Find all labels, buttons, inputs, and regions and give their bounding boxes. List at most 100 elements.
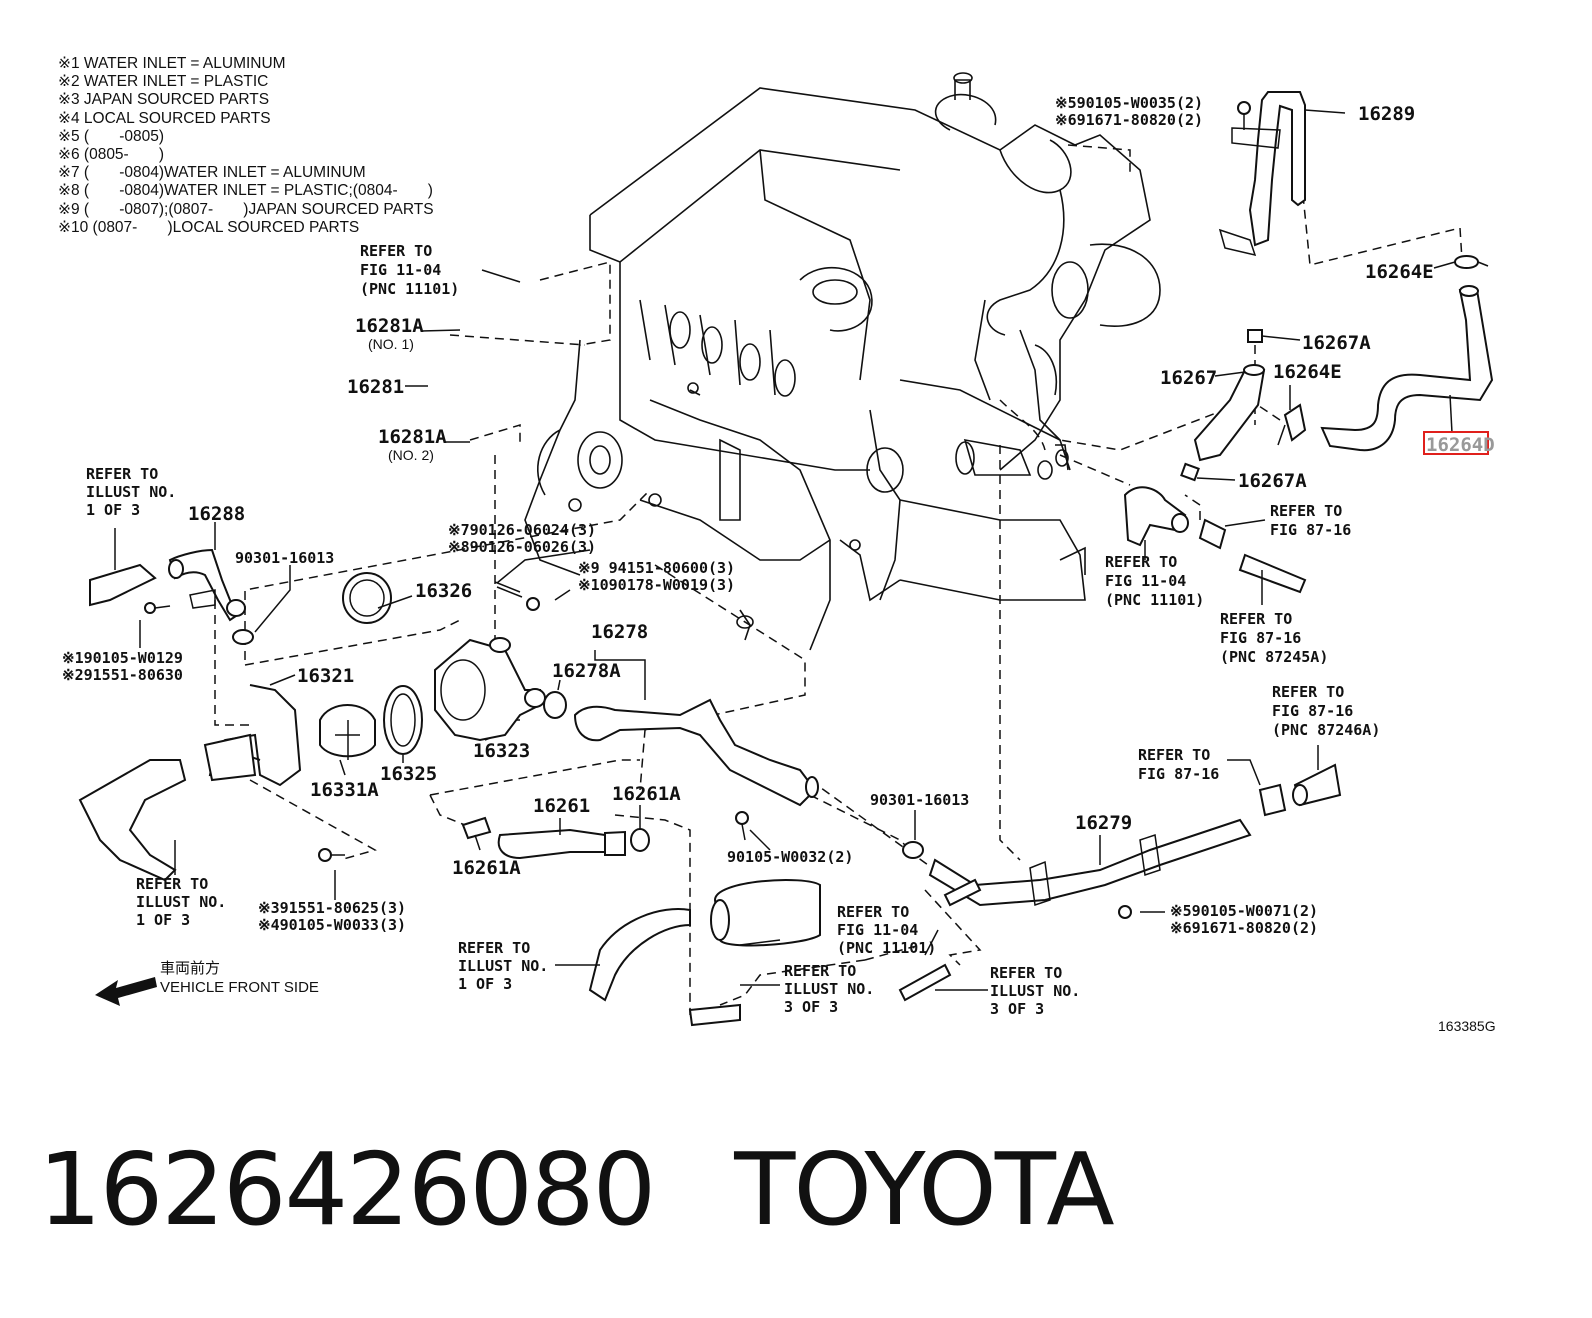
svg-text:FIG 87-16: FIG 87-16 <box>1138 765 1219 783</box>
svg-text:3 OF 3: 3 OF 3 <box>784 998 838 1016</box>
bolt-label: ※590105-W0071(2) <box>1170 902 1318 920</box>
svg-text:ILLUST NO.: ILLUST NO. <box>136 893 226 911</box>
svg-text:3 OF 3: 3 OF 3 <box>990 1000 1044 1018</box>
engine-block <box>524 72 1161 651</box>
leader-lines <box>114 109 1456 991</box>
footnote: ※6 (0805- ) <box>58 146 165 164</box>
bolt-label: ※890126-06026(3) <box>448 538 596 556</box>
label-16264D: 16264D <box>1426 434 1495 456</box>
bolt-label: ※291551-80630 <box>62 666 183 684</box>
svg-text:(PNC 11101): (PNC 11101) <box>837 939 936 957</box>
label-16267A: 16267A <box>1238 470 1307 492</box>
svg-text:(PNC 11101): (PNC 11101) <box>360 280 459 298</box>
reference-notes: REFER TO FIG 11-04 (PNC 11101) REFER TO … <box>86 242 1380 1018</box>
bolt-label: ※190105-W0129 <box>62 649 183 667</box>
svg-text:REFER TO: REFER TO <box>990 964 1062 982</box>
footnote: ※2 WATER INLET = PLASTIC <box>58 73 269 91</box>
label-16331A: 16331A <box>310 779 379 801</box>
bolt-label: ※590105-W0035(2) <box>1055 94 1203 112</box>
footnote: ※10 (0807- )LOCAL SOURCED PARTS <box>58 218 360 236</box>
svg-text:FIG 11-04: FIG 11-04 <box>837 921 918 939</box>
ref-fig-87-16: REFER TO FIG 87-16 (PNC 87245A) <box>1220 610 1328 666</box>
label-no1: (NO. 1) <box>368 336 414 352</box>
svg-text:1 OF 3: 1 OF 3 <box>86 501 140 519</box>
figure-id: 163385G <box>1438 1018 1496 1034</box>
bolt-label: ※1090178-W0019(3) <box>578 576 735 594</box>
direction-label-jp: 車両前方 <box>160 960 220 977</box>
direction-label-en: VEHICLE FRONT SIDE <box>160 979 319 996</box>
vehicle-front-indicator: 車両前方 VEHICLE FRONT SIDE <box>95 960 319 1006</box>
label-16289: 16289 <box>1358 103 1415 125</box>
diagram-canvas: 16289 16264E 16267A 16267 16264E 16264D … <box>62 72 1496 1034</box>
bolt-label: ※391551-80625(3) <box>258 899 406 917</box>
label-90105-W0032: 90105-W0032(2) <box>727 848 853 866</box>
ref-fig-87-16: REFER TO FIG 87-16 (PNC 87246A) <box>1272 683 1380 739</box>
svg-text:(PNC 11101): (PNC 11101) <box>1105 591 1204 609</box>
svg-text:ILLUST NO.: ILLUST NO. <box>990 982 1080 1000</box>
svg-text:ILLUST NO.: ILLUST NO. <box>458 957 548 975</box>
highlight-box <box>1423 431 1489 455</box>
parts <box>78 91 1494 1027</box>
ref-illust-3: REFER TO ILLUST NO. 3 OF 3 <box>784 962 874 1016</box>
svg-text:ILLUST NO.: ILLUST NO. <box>86 483 176 501</box>
label-16267: 16267 <box>1160 367 1217 389</box>
svg-text:(PNC 87246A): (PNC 87246A) <box>1272 721 1380 739</box>
label-16281: 16281 <box>347 376 404 398</box>
label-16288: 16288 <box>188 503 245 525</box>
footnote: ※9 ( -0807);(0807- )JAPAN SOURCED PARTS <box>58 200 434 218</box>
footnote: ※4 LOCAL SOURCED PARTS <box>58 109 271 127</box>
label-90301-16013: 90301-16013 <box>235 549 334 567</box>
bolt-label: ※691671-80820(2) <box>1055 111 1203 129</box>
label-16278A: 16278A <box>552 660 621 682</box>
label-16264E: 16264E <box>1273 361 1342 383</box>
svg-text:FIG 87-16: FIG 87-16 <box>1270 521 1351 539</box>
label-16261A: 16261A <box>452 857 521 879</box>
label-16261: 16261 <box>533 795 590 817</box>
ref-fig-11-04: REFER TO FIG 11-04 (PNC 11101) <box>1105 553 1204 609</box>
svg-text:FIG 11-04: FIG 11-04 <box>360 261 441 279</box>
ref-illust-3: REFER TO ILLUST NO. 3 OF 3 <box>990 964 1080 1018</box>
part-number: 1626426080 <box>38 1131 656 1248</box>
footnote: ※3 JAPAN SOURCED PARTS <box>58 91 270 109</box>
ref-fig-11-04: REFER TO FIG 11-04 (PNC 11101) <box>360 242 459 298</box>
brand-name: TOYOTA <box>734 1131 1114 1248</box>
svg-text:REFER TO: REFER TO <box>86 465 158 483</box>
svg-text:REFER TO: REFER TO <box>1272 683 1344 701</box>
label-16261A: 16261A <box>612 783 681 805</box>
part-labels: 16289 16264E 16267A 16267 16264E 16264D … <box>188 103 1495 879</box>
svg-text:REFER TO: REFER TO <box>1105 553 1177 571</box>
svg-text:REFER TO: REFER TO <box>784 962 856 980</box>
bolt-label: ※490105-W0033(3) <box>258 916 406 934</box>
svg-text:FIG 87-16: FIG 87-16 <box>1272 702 1353 720</box>
footnote-list: ※1 WATER INLET = ALUMINUM ※2 WATER INLET… <box>58 55 434 237</box>
ref-illust-1: REFER TO ILLUST NO. 1 OF 3 <box>136 875 226 929</box>
svg-text:REFER TO: REFER TO <box>360 242 432 260</box>
label-16267A: 16267A <box>1302 332 1371 354</box>
label-16325: 16325 <box>380 763 437 785</box>
ref-fig-11-04: REFER TO FIG 11-04 (PNC 11101) <box>837 903 936 957</box>
svg-text:REFER TO: REFER TO <box>1270 502 1342 520</box>
svg-text:(PNC 87245A): (PNC 87245A) <box>1220 648 1328 666</box>
svg-text:REFER TO: REFER TO <box>458 939 530 957</box>
ref-fig-87-16: REFER TO FIG 87-16 <box>1138 746 1219 783</box>
bolt-label: ※691671-80820(2) <box>1170 919 1318 937</box>
svg-text:REFER TO: REFER TO <box>136 875 208 893</box>
label-16278: 16278 <box>591 621 648 643</box>
label-16323: 16323 <box>473 740 530 762</box>
ref-illust-1: REFER TO ILLUST NO. 1 OF 3 <box>86 465 176 519</box>
bolt-label: ※790126-06024(3) <box>448 521 596 539</box>
label-90301-16013: 90301-16013 <box>870 791 969 809</box>
ref-fig-87-16: REFER TO FIG 87-16 <box>1270 502 1351 539</box>
svg-text:1 OF 3: 1 OF 3 <box>136 911 190 929</box>
ref-illust-1: REFER TO ILLUST NO. 1 OF 3 <box>458 939 548 993</box>
footnote: ※1 WATER INLET = ALUMINUM <box>58 55 286 72</box>
bolt-label: ※9 94151-80600(3) <box>578 559 735 577</box>
arrow-left-icon <box>95 977 157 1006</box>
label-16264E: 16264E <box>1365 261 1434 283</box>
label-no2: (NO. 2) <box>388 447 434 463</box>
svg-text:FIG 11-04: FIG 11-04 <box>1105 572 1186 590</box>
label-16281A: 16281A <box>355 315 424 337</box>
label-16321: 16321 <box>297 665 354 687</box>
